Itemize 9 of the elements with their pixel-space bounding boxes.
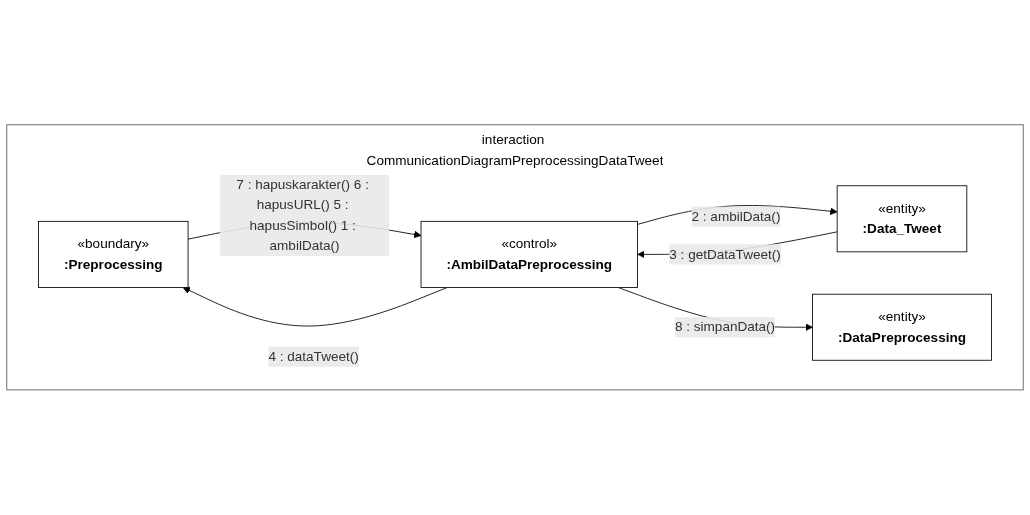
edge-label: 8 : simpanData() <box>674 319 776 335</box>
edge-label: 4 : dataTweet() <box>268 349 359 364</box>
node-box: «entity» :DataPreprocessing <box>812 293 992 361</box>
edge-label: 3 : getDataTweet() <box>669 246 781 262</box>
edge-label: 7 : hapuskarakter() 6 : hapusURL() 5 : hapusSimbol() 1 : ambilData() <box>236 177 369 253</box>
node-box: «entity» :Data_Tweet <box>836 185 968 253</box>
node-box: «boundary» :Preprocessing <box>38 221 189 288</box>
edge-label: 2 : ambilData() <box>691 209 781 224</box>
node-box: «control» :AmbilDataPreprocessing <box>420 221 638 288</box>
